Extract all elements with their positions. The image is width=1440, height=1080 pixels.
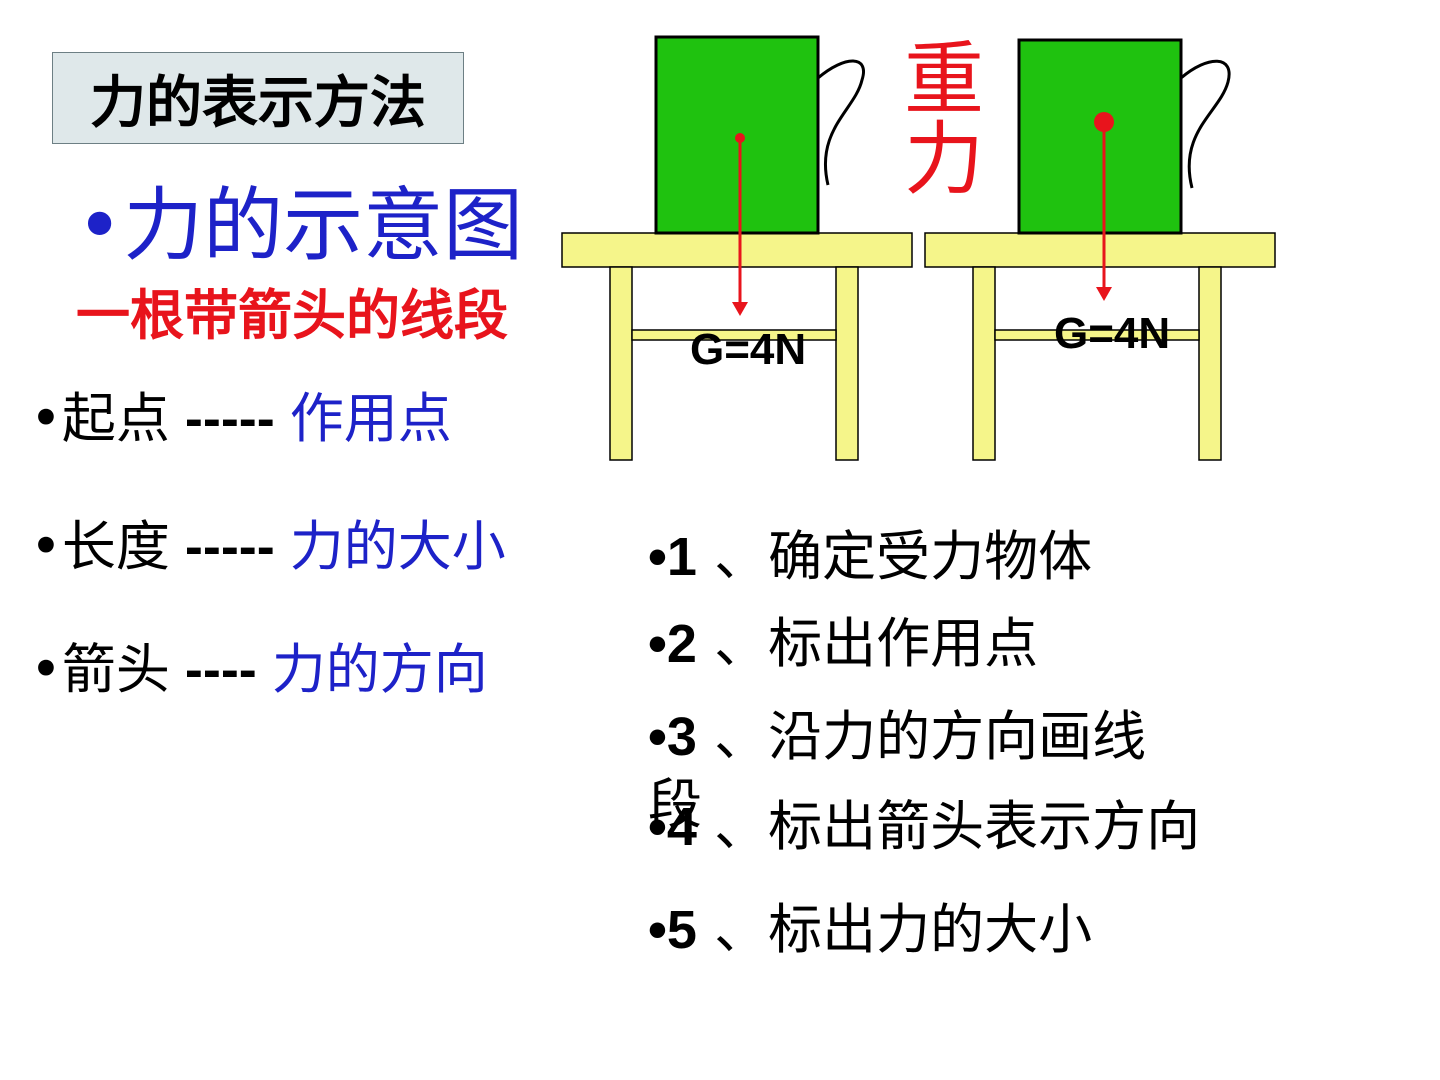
left-table-top xyxy=(561,232,913,268)
right-table-top xyxy=(924,232,1276,268)
definition-term: •长度 xyxy=(30,515,170,578)
step-text: 、确定受力物体 xyxy=(696,525,1093,588)
right-box-body xyxy=(1017,38,1183,235)
step-number: •5 xyxy=(648,900,697,960)
step-4: •4 、标出箭头表示方向 xyxy=(648,797,1200,857)
definition-dash: ----- xyxy=(169,517,290,577)
left-table-crossbar xyxy=(631,329,837,341)
left-force-label: G=4N xyxy=(690,325,807,374)
right-table xyxy=(924,232,1276,461)
slide-title: 力的表示方法 xyxy=(52,52,464,144)
left-table xyxy=(561,232,913,461)
section-subheading: 一根带箭头的线段 xyxy=(76,284,508,347)
step-text: 、标出箭头表示方向 xyxy=(696,795,1201,858)
right-box xyxy=(1017,38,1231,235)
definition-value: 力的大小 xyxy=(289,515,506,578)
step-text: 、沿力的方向画线 xyxy=(696,705,1147,768)
definition-dash: ----- xyxy=(169,389,290,449)
right-box-handle xyxy=(1180,59,1231,189)
force-name-label: 重力 xyxy=(904,33,984,206)
step-number: •3 xyxy=(648,707,697,767)
definition-term: •箭头 xyxy=(30,638,170,701)
step-1: •1 、确定受力物体 xyxy=(648,527,1092,587)
left-table-leg-left xyxy=(609,266,633,461)
step-3: •3 、沿力的方向画线 xyxy=(648,707,1146,767)
right-table-leg-left xyxy=(972,266,996,461)
step-text: 、标出作用点 xyxy=(696,612,1039,675)
right-force-label: G=4N xyxy=(1054,309,1171,358)
left-arrow-head xyxy=(732,302,748,316)
definition-start: •起点 ----- 作用点 xyxy=(30,389,452,449)
definition-term: •起点 xyxy=(30,387,170,450)
step-text-wrap: 段 xyxy=(648,773,702,836)
right-gravity-arrow xyxy=(1094,112,1114,301)
right-arrow-head xyxy=(1096,287,1112,301)
definition-length: •长度 ----- 力的大小 xyxy=(30,517,506,577)
step-number: •2 xyxy=(648,614,697,674)
step-number: •1 xyxy=(648,527,697,587)
step-2: •2 、标出作用点 xyxy=(648,614,1038,674)
left-table-leg-right xyxy=(835,266,859,461)
step-number: •4 xyxy=(648,797,697,857)
right-table-crossbar xyxy=(994,329,1200,341)
step-text: 、标出力的大小 xyxy=(696,898,1093,961)
left-box-body xyxy=(654,35,820,235)
definition-arrow: •箭头 ---- 力的方向 xyxy=(30,640,488,700)
step-5: •5 、标出力的大小 xyxy=(648,900,1092,960)
definition-dash: ---- xyxy=(169,640,272,700)
left-box xyxy=(654,35,865,235)
definition-value: 力的方向 xyxy=(271,638,488,701)
left-gravity-arrow xyxy=(732,133,748,316)
definition-value: 作用点 xyxy=(289,387,452,450)
left-box-handle xyxy=(817,59,865,186)
step-3-wrap: 段 xyxy=(648,778,702,832)
section-heading: •力的示意图 xyxy=(76,179,524,272)
right-table-leg-right xyxy=(1198,266,1222,461)
